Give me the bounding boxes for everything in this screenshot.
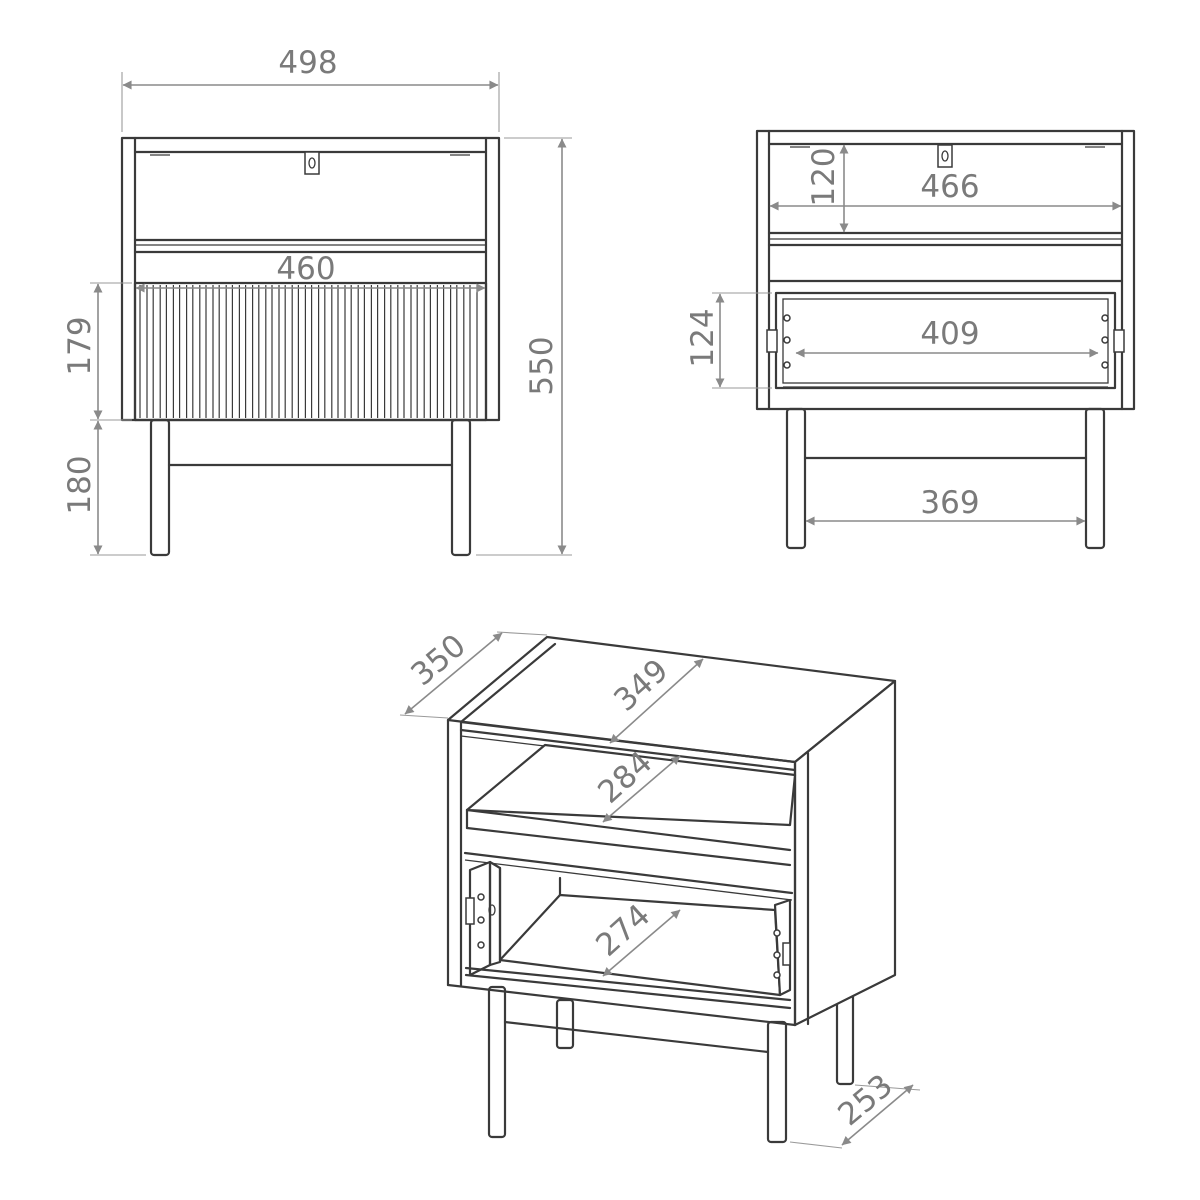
label-drawer-front-width: 460 [276,251,335,287]
dim-leg-spacing: 369 [805,485,1086,526]
open-cabinet-body [755,129,1136,411]
front-fluted-drawer [133,281,488,422]
open-legs [785,407,1106,550]
front-legs [149,418,472,557]
label-shelf-height: 120 [806,147,842,206]
iso-front-legs [487,985,788,1144]
label-leg-spacing: 369 [920,485,979,521]
dim-drawer-front-width: 460 [135,251,486,293]
label-iso-leg-depth: 253 [831,1068,899,1134]
dim-drawer-inner-width: 409 [795,316,1099,358]
label-open-drawer-height: 124 [685,308,721,367]
dim-shelf-height: 120 [806,144,849,233]
label-drawer-height: 179 [62,316,98,375]
open-lock-icon [937,144,953,168]
front-drawer-top-rail [133,238,488,254]
label-drawer-inner-width: 409 [920,316,979,352]
iso-view: 350 349 284 274 253 [399,628,921,1149]
open-view: 466 120 409 124 369 [685,129,1136,550]
front-view: 498 460 179 180 550 [62,45,572,557]
dim-open-drawer-height: 124 [685,292,772,389]
front-lock-icon [304,151,320,175]
label-inner-width: 466 [920,169,979,205]
label-overall-width: 498 [278,45,337,81]
dim-leg-height: 180 [62,420,146,556]
label-leg-height: 180 [62,455,98,514]
dim-iso-leg-depth: 253 [789,1068,921,1149]
dim-overall-width: 498 [121,45,500,132]
dim-drawer-height: 179 [62,282,132,421]
label-overall-height: 550 [524,336,560,395]
flute-lines [139,285,478,418]
open-drawer-top-rail [767,231,1124,283]
dim-overall-height: 550 [476,137,572,556]
drawer-runner-hardware [766,314,1125,369]
dim-inner-width: 466 [769,169,1122,211]
iso-drawer-hardware [465,893,791,979]
label-iso-depth: 350 [404,628,472,694]
